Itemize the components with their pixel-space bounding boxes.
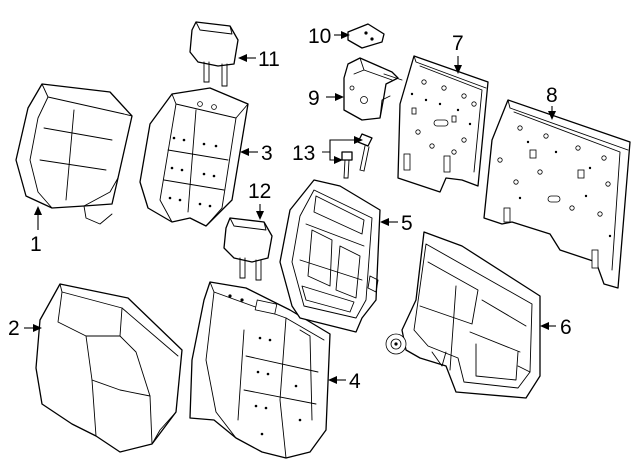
arrowhead-13b [334, 156, 343, 164]
arrowhead-11 [238, 54, 247, 62]
callout-9: 9 [308, 87, 320, 110]
callout-7: 7 [452, 32, 464, 55]
callout-leaders [24, 31, 556, 384]
callout-2: 2 [8, 317, 20, 340]
part-5-back-frame [279, 179, 381, 333]
part-4-cushion-frame [189, 281, 331, 459]
arrowhead-1 [34, 206, 42, 215]
part-10-clip [347, 23, 385, 49]
callout-3: 3 [261, 142, 273, 165]
callout-12: 12 [248, 180, 271, 203]
part-8-back-panel [483, 99, 631, 289]
callout-4: 4 [349, 370, 361, 393]
part-9-bracket [343, 57, 403, 121]
arrowhead-3 [240, 148, 249, 156]
part-7-back-panel [397, 55, 489, 193]
arrowhead-9 [335, 93, 344, 101]
arrowhead-6 [540, 322, 549, 330]
arrowhead-13a [354, 136, 363, 144]
part-1-seatback-cover [15, 83, 133, 225]
callout-labels: 1 2 3 4 5 6 7 8 9 10 11 12 13 [8, 25, 572, 393]
part-3-seatback-frame [139, 87, 249, 227]
part-6-cushion-frame [385, 231, 541, 399]
callout-11: 11 [258, 48, 280, 71]
callout-1: 1 [30, 233, 42, 256]
part-11-headrest [189, 21, 239, 87]
part-12-headrest [223, 217, 273, 281]
leader-13a [322, 139, 356, 153]
arrowhead-4 [328, 376, 337, 384]
arrowhead-2 [33, 324, 42, 332]
arrowhead-5 [380, 218, 389, 226]
callout-5: 5 [401, 212, 413, 235]
arrowhead-7 [454, 65, 462, 74]
callout-13: 13 [292, 142, 315, 165]
callout-10: 10 [308, 25, 331, 48]
arrowhead-10 [341, 31, 350, 39]
arrowhead-8 [548, 111, 556, 120]
part-13-bolts [341, 133, 373, 179]
arrowhead-12 [256, 211, 264, 220]
callout-6: 6 [560, 316, 572, 339]
callout-8: 8 [546, 84, 558, 107]
part-2-cushion-cover [35, 283, 183, 453]
